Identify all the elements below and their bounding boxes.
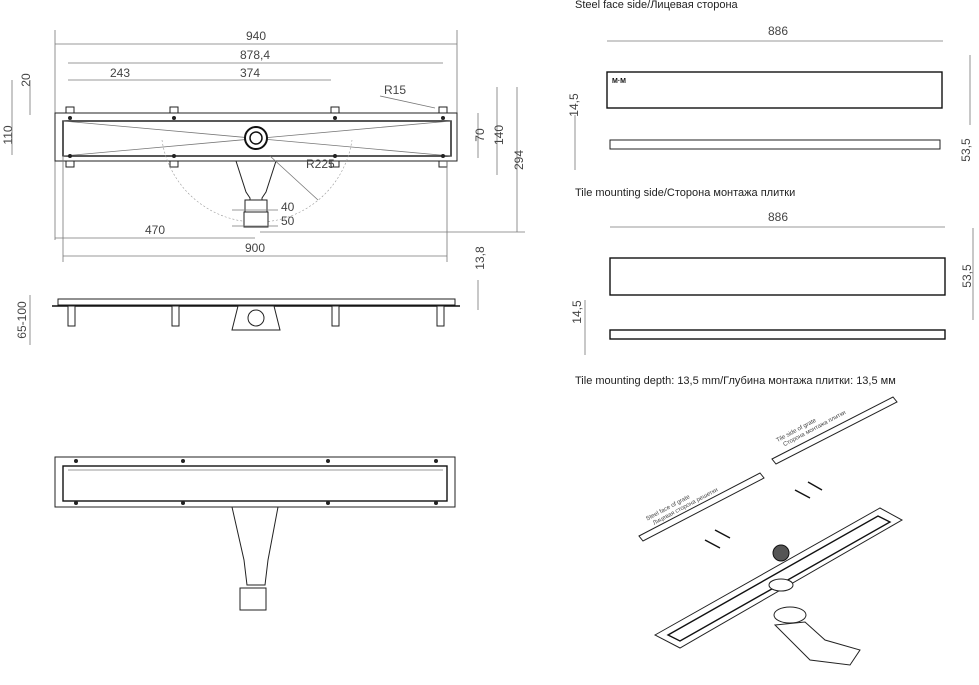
iso-steel-grate bbox=[638, 472, 765, 542]
steel-face-width: 53,5 bbox=[959, 138, 973, 162]
side-view: 13,8 65-100 bbox=[15, 246, 487, 345]
tile-side-length: 886 bbox=[768, 210, 788, 224]
bottom-outlet-pipe bbox=[239, 587, 267, 611]
dim-940: 940 bbox=[246, 29, 266, 43]
outlet-pipe bbox=[243, 211, 269, 228]
dim-110: 110 bbox=[1, 125, 15, 144]
dim-294: 294 bbox=[512, 150, 526, 170]
dim-70: 70 bbox=[473, 128, 487, 142]
top-view: 940 878,4 243 374 R15 20 110 R225 40 50 bbox=[1, 29, 526, 262]
channel-slot bbox=[62, 120, 452, 157]
tile-tray bbox=[609, 257, 946, 296]
dim-878: 878,4 bbox=[240, 48, 270, 62]
dim-374: 374 bbox=[240, 66, 260, 80]
dim-13-8: 13,8 bbox=[473, 246, 487, 270]
dim-40: 40 bbox=[281, 200, 295, 214]
drain-grate-icon bbox=[244, 126, 268, 150]
steel-face-view: Steel face side/Лицевая сторона 886 M·M … bbox=[567, 0, 973, 170]
dim-140: 140 bbox=[492, 125, 506, 145]
steel-face-length: 886 bbox=[768, 24, 788, 38]
steel-face-title: Steel face side/Лицевая сторона bbox=[575, 0, 739, 11]
tile-side-thickness: 14,5 bbox=[570, 300, 584, 324]
dim-20: 20 bbox=[19, 73, 33, 87]
tile-side-view: Tile mounting side/Сторона монтажа плитк… bbox=[570, 187, 974, 387]
dim-470: 470 bbox=[145, 223, 165, 237]
steel-face-thickness: 14,5 bbox=[567, 93, 581, 117]
dim-r15: R15 bbox=[384, 83, 406, 97]
bottom-view bbox=[54, 456, 456, 611]
iso-outlet bbox=[773, 621, 861, 666]
dim-r225: R225 bbox=[306, 157, 335, 171]
tile-side-title: Tile mounting side/Сторона монтажа плитк… bbox=[575, 187, 795, 199]
dim-243: 243 bbox=[110, 66, 130, 80]
isometric-view: Tile side of grate Сторона монтажа плитк… bbox=[638, 396, 904, 666]
iso-drain-grate bbox=[772, 544, 790, 562]
dim-50: 50 bbox=[281, 214, 295, 228]
brand-logo: M·M bbox=[612, 78, 626, 85]
tile-side-width: 53,5 bbox=[960, 264, 974, 288]
iso-channel bbox=[653, 507, 904, 649]
tile-depth-note: Tile mounting depth: 13,5 mm/Глубина мон… bbox=[575, 375, 896, 387]
dim-900: 900 bbox=[245, 241, 265, 255]
steel-face-plate bbox=[606, 71, 943, 109]
iso-tile-grate bbox=[771, 396, 898, 465]
dim-65-100: 65-100 bbox=[15, 301, 29, 339]
